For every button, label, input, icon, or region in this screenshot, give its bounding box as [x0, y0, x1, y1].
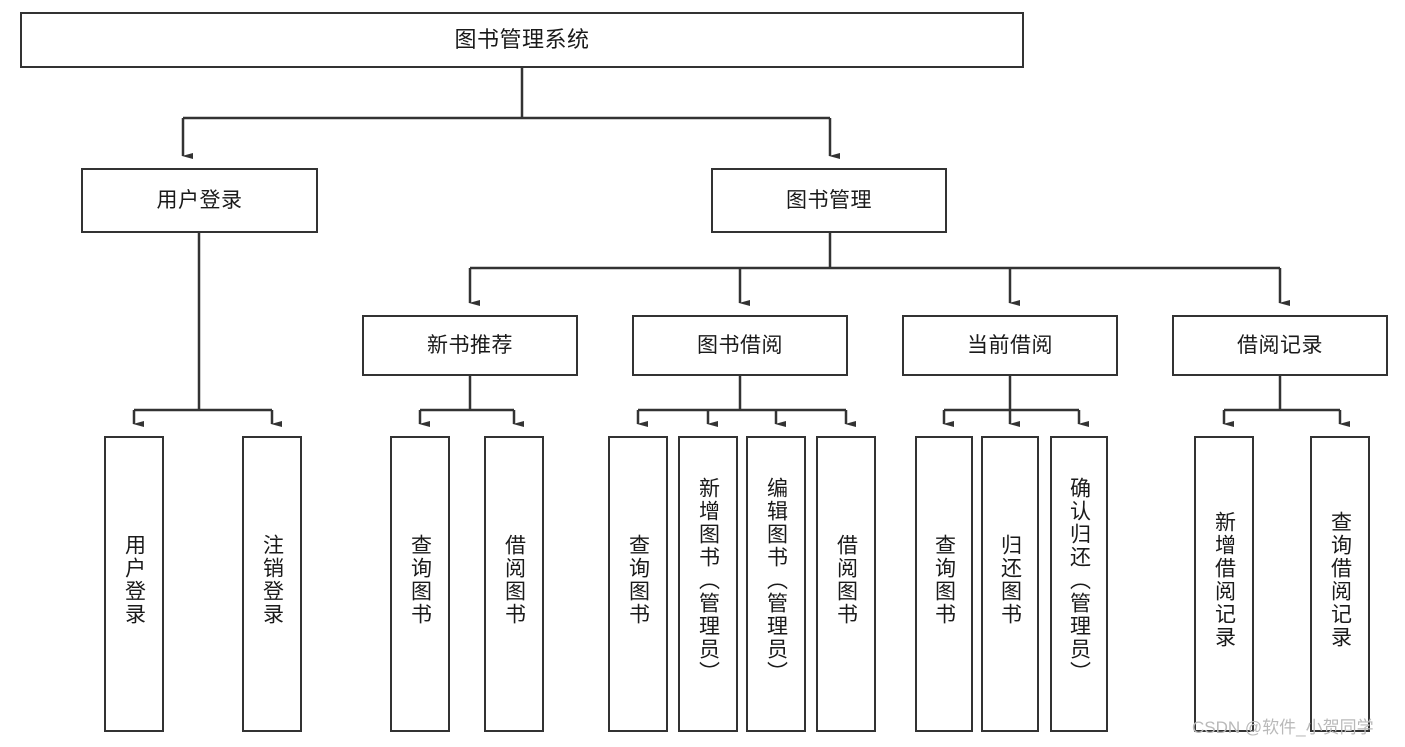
- node-label: 查询图书: [626, 534, 650, 626]
- node-current-borrow[interactable]: 当前借阅: [902, 315, 1118, 376]
- leaf-user-login[interactable]: 用户登录: [104, 436, 164, 732]
- leaf-logout-login[interactable]: 注销登录: [242, 436, 302, 732]
- node-label: 用户登录: [122, 534, 146, 626]
- node-book-borrow[interactable]: 图书借阅: [632, 315, 848, 376]
- node-label: 归还图书: [998, 534, 1022, 626]
- node-book-management[interactable]: 图书管理: [711, 168, 947, 233]
- node-user-login[interactable]: 用户登录: [81, 168, 318, 233]
- leaf-edit-book-admin[interactable]: 编辑图书（管理员）: [746, 436, 806, 732]
- leaf-add-borrow-record[interactable]: 新增借阅记录: [1194, 436, 1254, 732]
- node-root-system[interactable]: 图书管理系统: [20, 12, 1024, 68]
- node-label: 借阅图书: [502, 534, 526, 626]
- node-label: 确认归还（管理员）: [1067, 476, 1091, 684]
- node-label: 借阅图书: [834, 534, 858, 626]
- node-label: 当前借阅: [967, 333, 1053, 357]
- leaf-borrow-book[interactable]: 借阅图书: [816, 436, 876, 732]
- node-label: 查询图书: [932, 534, 956, 626]
- leaf-query-book-newbook[interactable]: 查询图书: [390, 436, 450, 732]
- node-label: 查询图书: [408, 534, 432, 626]
- node-borrow-record[interactable]: 借阅记录: [1172, 315, 1388, 376]
- node-label: 编辑图书（管理员）: [764, 476, 788, 684]
- node-label: 图书管理: [786, 188, 872, 212]
- node-label: 新增图书（管理员）: [696, 476, 720, 684]
- leaf-query-borrow-record[interactable]: 查询借阅记录: [1310, 436, 1370, 732]
- node-label: 图书管理系统: [454, 26, 590, 52]
- leaf-return-book[interactable]: 归还图书: [981, 436, 1039, 732]
- node-label: 新书推荐: [427, 333, 513, 357]
- leaf-borrow-book-newbook[interactable]: 借阅图书: [484, 436, 544, 732]
- leaf-query-book-current[interactable]: 查询图书: [915, 436, 973, 732]
- leaf-confirm-return-admin[interactable]: 确认归还（管理员）: [1050, 436, 1108, 732]
- node-label: 图书借阅: [697, 333, 783, 357]
- node-label: 查询借阅记录: [1328, 511, 1352, 649]
- leaf-query-book-borrow[interactable]: 查询图书: [608, 436, 668, 732]
- leaf-add-book-admin[interactable]: 新增图书（管理员）: [678, 436, 738, 732]
- node-label: 新增借阅记录: [1212, 511, 1236, 649]
- node-new-book-recommend[interactable]: 新书推荐: [362, 315, 578, 376]
- node-label: 用户登录: [156, 188, 243, 212]
- node-label: 借阅记录: [1237, 333, 1323, 357]
- node-label: 注销登录: [260, 534, 284, 626]
